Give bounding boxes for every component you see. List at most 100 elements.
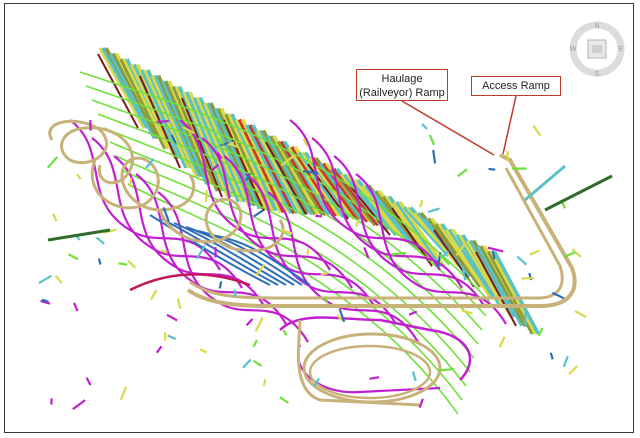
drift-stub — [461, 265, 467, 281]
stope-bar — [395, 201, 443, 268]
drift-stub — [252, 339, 258, 348]
drift-stub — [568, 365, 578, 376]
drift-stub — [160, 249, 168, 254]
magenta-drift — [201, 137, 353, 289]
navigation-cube-compass[interactable]: N E S W — [568, 20, 626, 78]
stope-bar — [279, 140, 328, 217]
drift-stub — [129, 177, 133, 188]
drift-stub — [412, 371, 417, 382]
drift-stub — [428, 134, 436, 146]
drift-stub — [516, 255, 528, 266]
drift-stub — [145, 158, 155, 169]
drift-stub — [252, 359, 263, 367]
ramp-spiral-mid — [158, 197, 285, 253]
magenta-drift-lower — [279, 316, 472, 381]
stope-bar — [434, 222, 482, 288]
stope-bar-dark — [223, 119, 265, 212]
drift-stub — [438, 367, 455, 372]
drift-stub — [432, 149, 437, 164]
magenta-drift — [223, 155, 375, 307]
drift-stub — [72, 399, 86, 411]
drift-stub — [52, 213, 58, 222]
drift-stubs — [38, 119, 613, 411]
stope-bar — [332, 167, 380, 227]
drift-stub — [245, 318, 254, 327]
drift-stub — [313, 377, 320, 388]
drift-stub — [338, 308, 346, 323]
drift-stub — [354, 219, 360, 227]
drift-stub — [170, 134, 177, 144]
drift-stub — [210, 163, 220, 172]
access-ramp — [189, 167, 564, 300]
stope-bar — [269, 135, 317, 216]
drift-stub — [46, 156, 59, 169]
stope-bar — [290, 146, 338, 217]
drift-stub — [218, 281, 223, 289]
magenta-drift — [69, 119, 221, 271]
haulage-leader-line — [401, 100, 495, 156]
drift-stub — [562, 355, 569, 368]
stope-bar — [119, 58, 167, 150]
ramp-lower-connector — [296, 319, 421, 407]
stope-bar — [458, 234, 506, 309]
stope-bar — [276, 140, 325, 217]
compass-south[interactable]: S — [595, 71, 600, 78]
drift-stub — [549, 352, 554, 360]
stope-bar — [203, 102, 251, 207]
blue-drift — [173, 222, 287, 286]
drift-stub — [54, 274, 63, 284]
stope-bar — [361, 184, 408, 243]
drift-stub — [38, 274, 52, 285]
ramp-lower-loop-2 — [308, 344, 432, 400]
exploration-drift-right — [544, 174, 613, 212]
compass-east[interactable]: E — [619, 46, 624, 53]
drift-stub — [229, 142, 238, 148]
drift-stub — [574, 310, 587, 318]
stope-bar — [248, 124, 296, 215]
drift-stub — [156, 119, 169, 124]
drift-stub — [498, 336, 506, 348]
stope-bar — [140, 69, 188, 169]
drift-stub — [529, 249, 540, 256]
access-ramp-callout: Access Ramp — [471, 76, 561, 96]
drift-stub — [41, 298, 49, 303]
drift-stub — [302, 138, 309, 147]
magenta-drift — [355, 173, 507, 325]
drift-stub — [182, 126, 195, 135]
stope-bar — [403, 206, 450, 258]
drift-stub — [150, 289, 158, 301]
stope-bar — [413, 211, 461, 268]
stope-bar — [492, 250, 541, 335]
drift-stub — [532, 124, 542, 137]
magenta-drift — [245, 173, 397, 325]
drift-stub — [281, 229, 293, 235]
drift-stub — [245, 172, 252, 182]
drift-stub — [155, 345, 163, 354]
drift-stub — [323, 296, 329, 304]
stope-bar — [213, 107, 262, 210]
magenta-drift — [91, 137, 243, 289]
stope-bar — [122, 58, 170, 150]
stope-bar — [371, 189, 419, 250]
drift-stub — [204, 190, 208, 203]
drift-stub — [118, 262, 128, 266]
drift-stub — [491, 250, 496, 260]
drift-stub — [85, 377, 92, 386]
blue-drift — [149, 214, 271, 286]
drift-stub — [215, 135, 225, 146]
drift-stub — [391, 251, 407, 256]
drift-stub — [421, 123, 428, 130]
drift-stub — [233, 289, 237, 297]
cyan-drift-right — [524, 164, 566, 202]
drift-stub — [95, 236, 105, 245]
red-drift — [129, 273, 251, 292]
compass-north[interactable]: N — [594, 23, 599, 30]
drift-stub — [551, 291, 565, 300]
drift-stub — [455, 243, 466, 257]
drift-stub — [488, 167, 496, 171]
compass-west[interactable]: W — [570, 46, 577, 53]
green-drift — [85, 85, 487, 317]
blue-drift — [161, 218, 279, 286]
drift-stub — [166, 313, 178, 322]
